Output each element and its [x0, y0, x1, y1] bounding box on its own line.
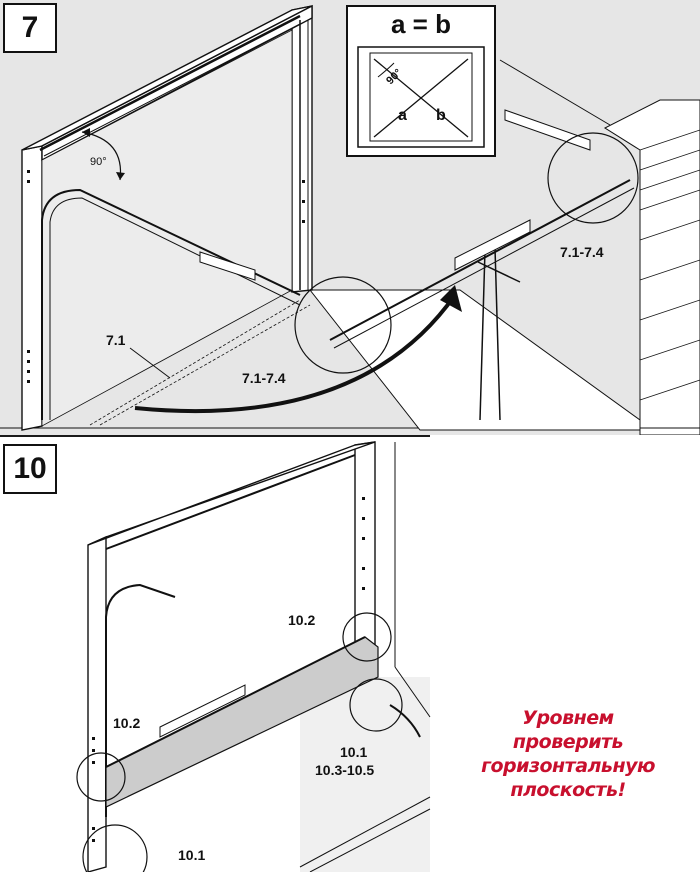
step-10-panel: 10 10.2 10.2 10.1 10.3-10.5 10.1	[0, 437, 700, 872]
step-7-illustration	[0, 4, 700, 435]
inset-diagram	[357, 46, 485, 148]
panel-divider	[0, 435, 430, 437]
label-10-3-10-5: 10.3-10.5	[315, 762, 375, 778]
step-10-illustration	[76, 441, 431, 872]
inset-b-label: b	[436, 107, 446, 124]
diagonal-check-inset: a = b 90° a b	[346, 5, 496, 157]
level-check-warning: Уровнем проверить горизонтальную плоскос…	[481, 707, 655, 801]
label-7-1-7-4-left: 7.1-7.4	[242, 370, 286, 386]
label-10-1-right: 10.1	[340, 744, 368, 760]
label-10-2-right: 10.2	[288, 612, 316, 628]
label-10-1-bottom: 10.1	[178, 847, 206, 863]
angle-label: 90°	[90, 156, 107, 168]
step-7-panel: 7 90° 7.1 7.1-7.4 7.1-7.4 a = b 90° a b	[0, 0, 700, 435]
step-number-7: 7	[3, 3, 57, 53]
step-number-10: 10	[3, 444, 57, 494]
label-7-1-7-4-right: 7.1-7.4	[560, 244, 604, 260]
label-10-2-left: 10.2	[113, 715, 141, 731]
inset-a-label: a	[398, 107, 407, 124]
label-7-1: 7.1	[106, 332, 126, 348]
inset-title: a = b	[391, 9, 451, 39]
